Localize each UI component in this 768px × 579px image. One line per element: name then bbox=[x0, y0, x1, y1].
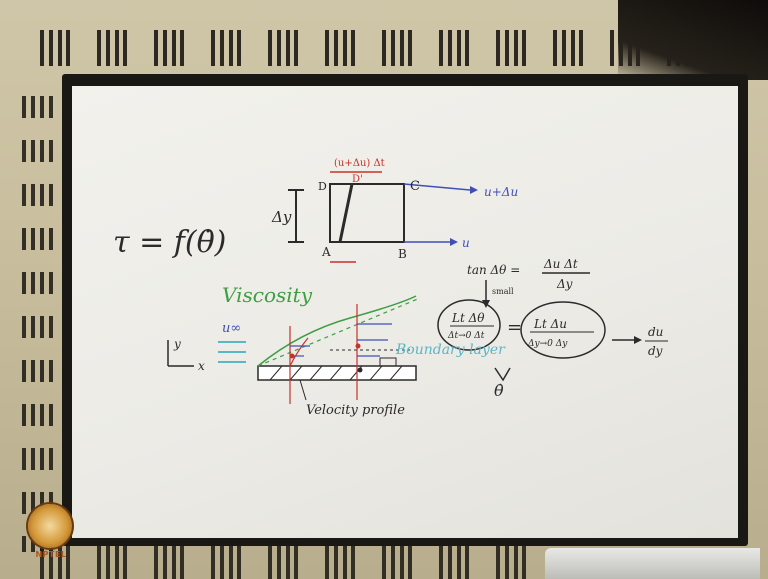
limit-rhs-top: Lt Δu bbox=[533, 317, 567, 331]
whiteboard bbox=[72, 86, 738, 538]
axis-y-label: y bbox=[173, 337, 181, 351]
dy-label: Δy bbox=[271, 208, 292, 226]
limit-lhs-top: Lt Δθ bbox=[451, 311, 485, 325]
corner-d: D bbox=[318, 180, 327, 193]
projector-device bbox=[545, 548, 760, 579]
fluid-element bbox=[288, 171, 478, 263]
tan-equation-lhs: tan Δθ = bbox=[467, 263, 520, 277]
boundary-layer-edge bbox=[257, 295, 417, 367]
du-dy-den: dy bbox=[648, 344, 663, 358]
coordinate-axes bbox=[167, 340, 194, 367]
velocity-profile-label: Velocity profile bbox=[306, 403, 405, 418]
corner-b: B bbox=[398, 247, 407, 261]
theta-dot: θ̇ bbox=[494, 381, 504, 400]
tan-equation-num: Δu Δt bbox=[543, 257, 578, 271]
free-stream-label: u∞ bbox=[222, 321, 241, 336]
shadow-corner bbox=[618, 0, 768, 80]
limit-lhs-bottom: Δt→0 Δt bbox=[447, 331, 485, 341]
velocity-top: u+Δu bbox=[484, 185, 518, 199]
wall-slats-top bbox=[40, 30, 700, 66]
wall-slats-left bbox=[22, 82, 58, 552]
corner-d-prime: D' bbox=[352, 174, 363, 185]
viscosity-heading: Viscosity bbox=[222, 283, 313, 307]
corner-a: A bbox=[321, 245, 331, 259]
flow-arrows bbox=[218, 341, 246, 363]
limit-rhs-bottom: Δy→0 Δy bbox=[527, 339, 568, 349]
flat-plate bbox=[257, 365, 417, 381]
wall-slats-bottom bbox=[40, 545, 540, 579]
velocity-profiles bbox=[289, 304, 397, 404]
equals-sign: = bbox=[507, 317, 522, 338]
velocity-bottom: u bbox=[462, 236, 470, 250]
shear-equation: τ = f(θ̇) bbox=[113, 225, 226, 260]
element-top-label: (u+Δu) Δt bbox=[334, 158, 385, 169]
boundary-layer-label: Boundary layer bbox=[395, 342, 506, 358]
limit-circle-right bbox=[520, 301, 606, 359]
tan-equation-den: Δy bbox=[556, 277, 573, 291]
limit-circle-left bbox=[437, 299, 501, 351]
du-dy-num: du bbox=[648, 325, 663, 339]
corner-c: C bbox=[410, 179, 420, 194]
nptel-logo bbox=[28, 504, 72, 548]
nptel-watermark-text: NPTEL bbox=[35, 550, 67, 559]
axis-x-label: x bbox=[198, 359, 205, 373]
small-label: small bbox=[492, 287, 514, 296]
